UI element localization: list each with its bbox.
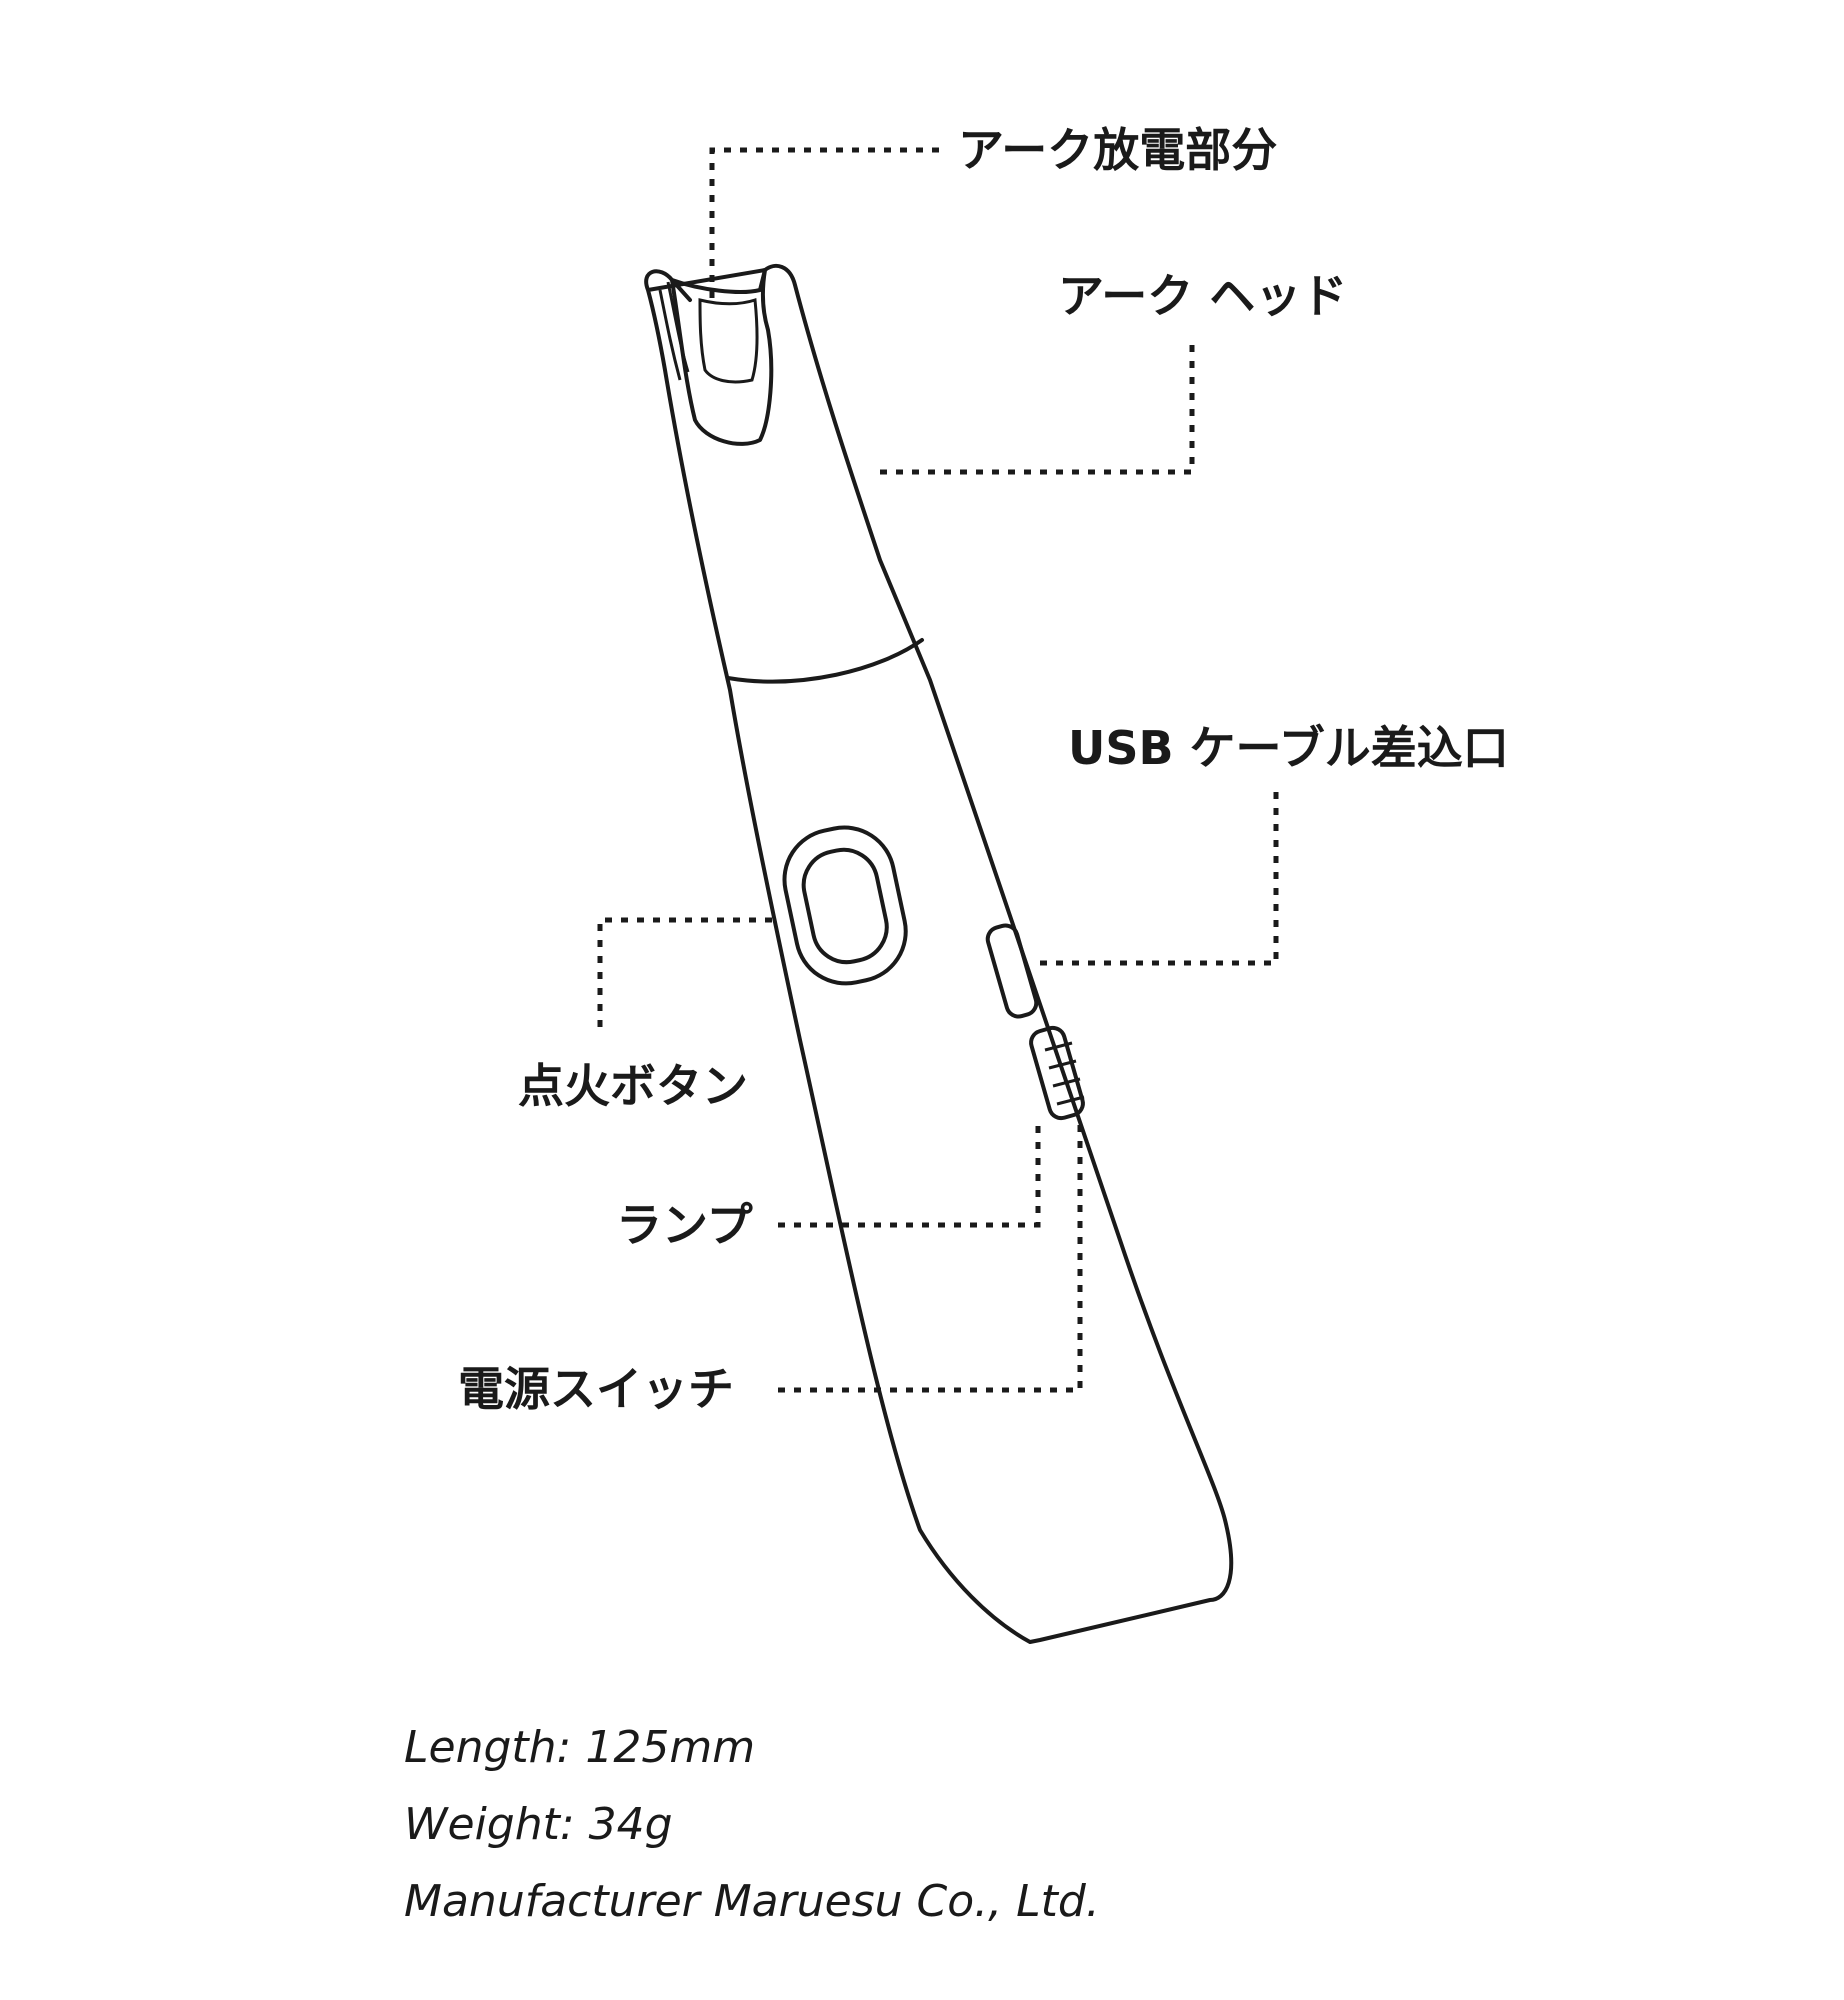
leader-lamp bbox=[778, 1122, 1041, 1228]
arc-electrode-left-2 bbox=[666, 281, 690, 373]
arc-tip bbox=[670, 268, 774, 446]
label-arc-head: アーク ヘッド bbox=[1058, 269, 1348, 323]
arc-inner-chamber bbox=[698, 297, 759, 384]
leader-power-switch bbox=[778, 1120, 1083, 1393]
spec-length: Length: 125mm bbox=[404, 1722, 756, 1773]
leader-arc-discharge bbox=[709, 147, 940, 298]
label-ignition-button: 点火ボタン bbox=[518, 1059, 748, 1113]
power-switch-shape bbox=[1029, 1025, 1085, 1121]
label-arc-discharge: アーク放電部分 bbox=[958, 123, 1278, 177]
leader-arc-head bbox=[880, 342, 1195, 475]
ignition-button-inner bbox=[801, 847, 889, 965]
switch-ridge-3 bbox=[1052, 1077, 1081, 1088]
lighter-body bbox=[644, 263, 1234, 1644]
ignition-button-shape bbox=[782, 825, 908, 986]
switch-ridge-4 bbox=[1056, 1095, 1085, 1106]
switch-ridge-2 bbox=[1048, 1059, 1077, 1070]
label-usb-port: USB ケーブル差込口 bbox=[1068, 721, 1509, 775]
label-lamp: ランプ bbox=[616, 1198, 753, 1252]
arc-electrode-left bbox=[658, 289, 682, 381]
label-power-switch: 電源スイッチ bbox=[458, 1362, 734, 1416]
leader-usb-port bbox=[1040, 790, 1279, 966]
spec-manufacturer: Manufacturer Maruesu Co., Ltd. bbox=[404, 1876, 1100, 1927]
spec-weight: Weight: 34g bbox=[404, 1799, 673, 1850]
head-seam bbox=[726, 638, 924, 684]
leader-ignition-button bbox=[597, 917, 772, 1035]
usb-port-shape bbox=[985, 923, 1039, 1019]
switch-ridge-1 bbox=[1044, 1041, 1073, 1052]
